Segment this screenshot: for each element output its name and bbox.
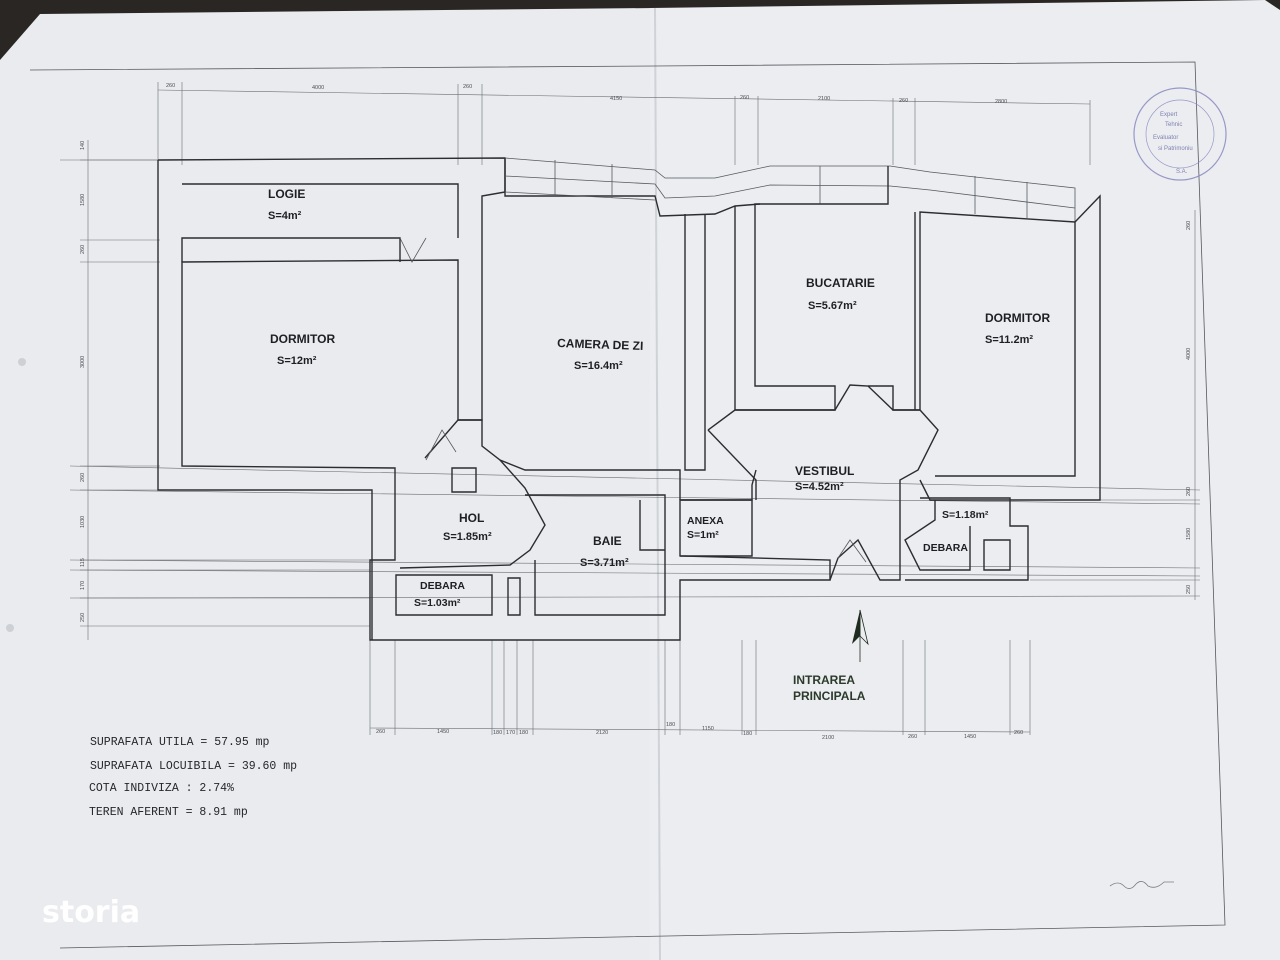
top-dim-2: 4000 [312, 85, 324, 91]
left-dim-4: 3000 [80, 356, 86, 368]
room-name-anexa: ANEXA [687, 515, 724, 527]
room-dormitor-2: DORMITOR S=11.2m² [985, 311, 1050, 346]
svg-text:260: 260 [1186, 221, 1192, 230]
stamp-line-2: Tehnic [1165, 122, 1182, 128]
signature [1109, 881, 1174, 889]
top-dim-1: 260 [166, 83, 175, 89]
left-dim-2: 1580 [80, 194, 86, 206]
room-name-camera-de-zi: CAMERA DE ZI [557, 336, 644, 353]
room-area-debara-2: S=1.18m² [942, 509, 989, 521]
bottom-dimension-line: 260 1450 180 170 180 2120 180 1150 180 2… [369, 640, 1031, 741]
room-logie: LOGIE S=4m² [268, 187, 305, 222]
room-name-vestibul: VESTIBUL [795, 464, 854, 478]
svg-text:260: 260 [1186, 487, 1192, 496]
bottom-dim-11: 260 [908, 734, 917, 740]
left-dim-9: 250 [80, 613, 86, 622]
paper-sheet-left [0, 8, 660, 960]
left-dim-6: 1030 [80, 516, 86, 528]
punch-hole [6, 624, 14, 632]
bottom-dim-3: 180 [493, 730, 502, 736]
svg-text:1580: 1580 [1186, 528, 1192, 540]
summary-line-3: COTA INDIVIZA : 2.74% [89, 782, 234, 795]
svg-text:250: 250 [1186, 585, 1192, 594]
room-area-dormitor-1: S=12m² [277, 355, 317, 367]
room-name-logie: LOGIE [268, 187, 305, 201]
stamp-line-1: Expert [1160, 112, 1178, 118]
top-dim-3: 260 [463, 84, 472, 90]
room-name-bucatarie: BUCATARIE [806, 276, 875, 290]
paper-fold [654, 7, 661, 960]
room-debara-2: DEBARA S=1.18m² [923, 509, 989, 554]
room-bucatarie: BUCATARIE S=5.67m² [806, 276, 875, 312]
top-dimension-line: 260 4000 260 4150 260 2100 260 2800 [157, 82, 1091, 165]
svg-text:4000: 4000 [1186, 348, 1192, 360]
punch-hole [18, 358, 26, 366]
room-area-camera-de-zi: S=16.4m² [574, 360, 623, 372]
bottom-dim-12: 1450 [964, 734, 976, 740]
room-area-vestibul: S=4.52m² [795, 481, 844, 493]
top-dim-8: 2800 [995, 99, 1007, 105]
stamp-line-5: S.A. [1176, 169, 1188, 175]
bottom-dim-5: 180 [519, 730, 528, 736]
room-dormitor-1: DORMITOR S=12m² [270, 332, 335, 367]
room-area-bucatarie: S=5.67m² [808, 300, 857, 312]
summary-line-2: SUPRAFATA LOCUIBILA = 39.60 mp [90, 760, 297, 773]
room-area-dormitor-2: S=11.2m² [985, 334, 1033, 346]
stamp-line-4: si Patrimoniu [1158, 146, 1193, 152]
entrance-label-line-2: PRINCIPALA [793, 689, 866, 703]
room-name-hol: HOL [459, 511, 484, 525]
left-dim-8: 170 [80, 581, 86, 590]
left-dim-1: 140 [80, 141, 86, 150]
left-dim-7: 115 [80, 558, 86, 567]
room-area-debara-1: S=1.03m² [414, 597, 461, 609]
bottom-dim-7: 180 [666, 722, 675, 728]
top-dim-6: 2100 [818, 96, 830, 102]
construction-lines [60, 159, 1201, 599]
top-dim-5: 260 [740, 95, 749, 101]
room-area-baie: S=3.71m² [580, 557, 629, 569]
walls [157, 157, 1101, 641]
room-area-anexa: S=1m² [687, 529, 719, 541]
bottom-dim-8: 1150 [702, 726, 714, 732]
top-dim-4: 4150 [610, 96, 622, 102]
entrance-label-line-1: INTRAREA [793, 673, 855, 687]
room-vestibul: VESTIBUL S=4.52m² [795, 464, 854, 493]
area-summary: SUPRAFATA UTILA = 57.95 mp SUPRAFATA LOC… [89, 736, 297, 819]
left-dim-5: 260 [80, 473, 86, 482]
room-anexa: ANEXA S=1m² [687, 515, 724, 541]
summary-line-1: SUPRAFATA UTILA = 57.95 mp [90, 736, 270, 749]
room-name-dormitor-2: DORMITOR [985, 311, 1050, 325]
top-dim-7: 260 [899, 98, 908, 104]
room-name-baie: BAIE [593, 534, 622, 548]
company-stamp: Expert Tehnic Evaluator si Patrimoniu S.… [1133, 87, 1227, 181]
paper-sheet-right [650, 0, 1280, 960]
room-baie: BAIE S=3.71m² [580, 534, 629, 569]
storia-logo: storia [42, 895, 140, 930]
bottom-dim-4: 170 [506, 730, 515, 736]
bottom-dim-2: 1450 [437, 729, 449, 735]
summary-line-4: TEREN AFERENT = 8.91 mp [89, 806, 248, 819]
room-hol: HOL S=1.85m² [443, 511, 492, 543]
bottom-dim-9: 180 [743, 731, 752, 737]
room-name-dormitor-1: DORMITOR [270, 332, 335, 346]
stamp-line-3: Evaluator [1153, 135, 1178, 141]
room-debara-1: DEBARA S=1.03m² [414, 580, 465, 609]
bottom-dim-1: 260 [376, 729, 385, 735]
room-area-logie: S=4m² [268, 210, 302, 222]
bottom-dim-13: 260 [1014, 730, 1023, 736]
room-area-hol: S=1.85m² [443, 531, 492, 543]
bottom-dim-10: 2100 [822, 735, 834, 741]
bottom-dim-6: 2120 [596, 730, 608, 736]
room-name-debara-2: DEBARA [923, 542, 968, 554]
left-dim-3: 260 [80, 245, 86, 254]
room-camera-de-zi: CAMERA DE ZI S=16.4m² [557, 336, 644, 372]
north-arrow-icon [852, 609, 869, 662]
room-name-debara-1: DEBARA [420, 580, 465, 592]
paper-border [29, 61, 1226, 949]
